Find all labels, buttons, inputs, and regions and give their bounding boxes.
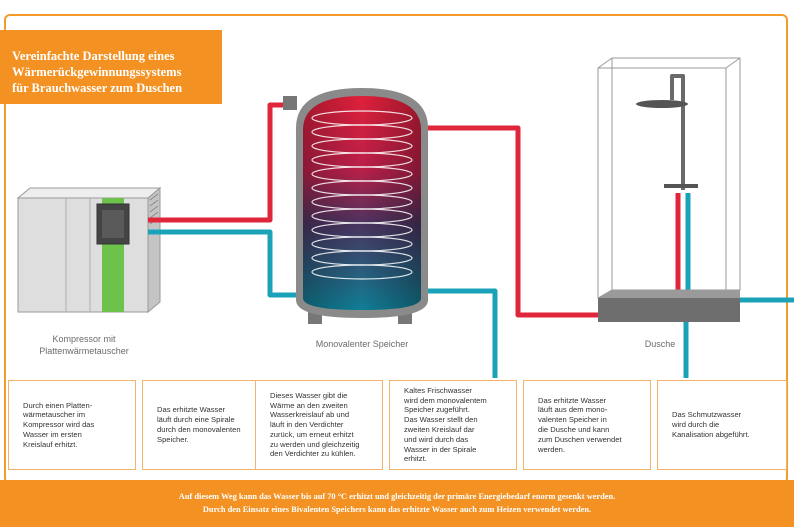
step-2-box: Das erhitzte Wasser läuft durch eine Spi… <box>142 380 262 470</box>
footer-line-2: Durch den Einsatz eines Bivalenten Speic… <box>202 505 592 514</box>
summary-footer: Auf diesem Weg kann das Wasser bis auf 7… <box>0 480 794 527</box>
footer-line-1: Auf diesem Weg kann das Wasser bis auf 7… <box>178 492 616 501</box>
cold-pipe-fresh <box>428 193 794 378</box>
step-2-text: Das erhitzte Wasser läuft durch eine Spi… <box>157 405 241 444</box>
diagram-title: Vereinfachte Darstellung eines Wärmerück… <box>0 30 222 104</box>
step-4-text: Kaltes Frischwasser wird dem monovalente… <box>404 385 487 464</box>
step-6-text: Das Schmutzwasser wird durch die Kanalis… <box>672 410 750 439</box>
step-5-text: Das erhitzte Wasser läuft aus dem mono- … <box>538 395 622 454</box>
step-4-box: Kaltes Frischwasser wird dem monovalente… <box>389 380 517 470</box>
shower-cabin <box>597 57 741 322</box>
hot-pipe-primary <box>148 102 296 223</box>
hot-pipe-shower <box>428 125 681 318</box>
shower-label: Dusche <box>644 339 676 349</box>
compressor-unit <box>16 186 162 314</box>
step-1-box: Durch einen Platten- wärmetauscher im Ko… <box>8 380 136 470</box>
storage-label: Monovalenter Speicher <box>315 339 409 349</box>
storage-tank <box>283 88 428 324</box>
title-line-2: Wärmerückgewinnungssystems <box>12 65 182 79</box>
compressor-label: Kompressor mit Plattenwärmetauscher <box>39 334 129 356</box>
step-5-box: Das erhitzte Wasser läuft aus dem mono- … <box>523 380 651 470</box>
step-1-text: Durch einen Platten- wärmetauscher im Ko… <box>23 400 95 449</box>
title-line-1: Vereinfachte Darstellung eines <box>12 49 175 63</box>
title-line-3: für Brauchwasser zum Duschen <box>12 81 183 95</box>
step-6-box: Das Schmutzwasser wird durch die Kanalis… <box>657 380 787 470</box>
step-3-text: Dieses Wasser gibt die Wärme an den zwei… <box>270 390 360 459</box>
step-3-box: Dieses Wasser gibt die Wärme an den zwei… <box>255 380 383 470</box>
cold-pipe-return <box>148 229 296 298</box>
